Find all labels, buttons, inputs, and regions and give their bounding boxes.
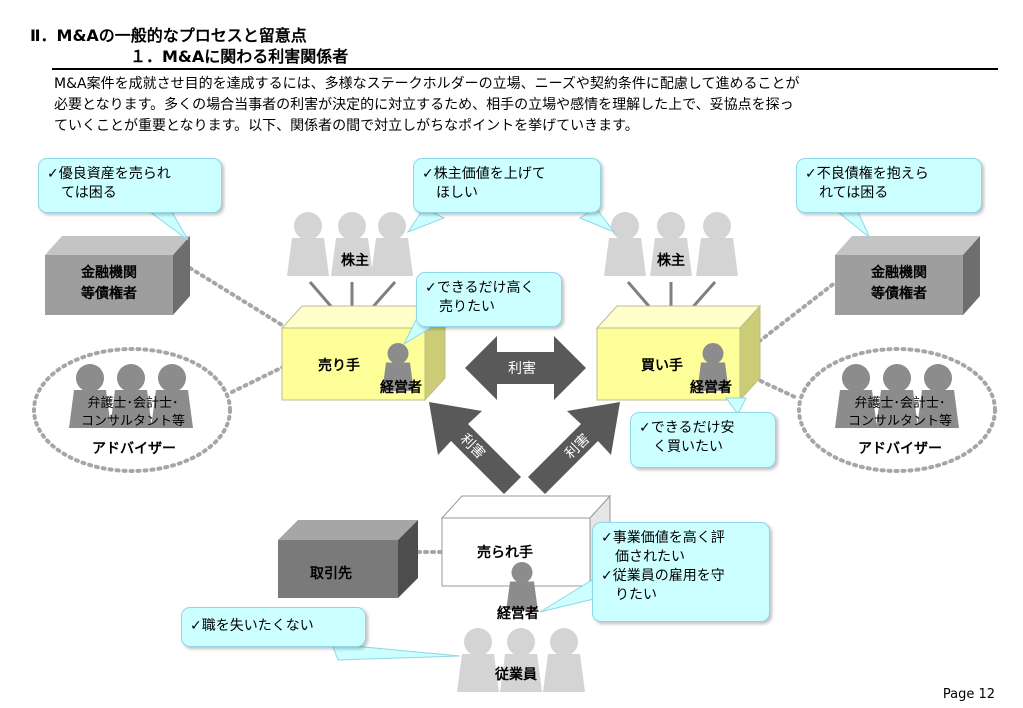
interest-label-horizontal: 利害 [508, 361, 536, 377]
target-manager-label: 経営者 [497, 606, 539, 622]
section-title: Ⅱ．M&Aの一般的なプロセスと留意点 [30, 26, 307, 45]
shareholder-label-right: 株主 [657, 253, 685, 269]
subsection-title: １．M&Aに関わる利害関係者 [130, 47, 349, 66]
shareholder-concern-bubble: ✓株主価値を上げて ほしい [413, 158, 601, 213]
buyer-manager-label: 経営者 [690, 380, 732, 396]
creditor-box-left [45, 236, 190, 315]
page-number: Page 12 [942, 687, 995, 702]
advisor-group-right [797, 347, 997, 473]
seller-manager-label: 経営者 [380, 380, 422, 396]
creditor-concern-bubble-left: ✓優良資産を売られ ては困る [38, 158, 222, 213]
client-label: 取引先 [310, 566, 352, 582]
intro-line: ていくことが重要となります。以下、関係者の間で対立しがちなポイントを挙げていきま… [54, 118, 639, 134]
intro-line: M&A案件を成就させ目的を達成するには、多様なステークホルダーの立場、ニーズや契… [54, 76, 800, 92]
creditor-label-left: 金融機関 等債権者 [81, 265, 137, 302]
advisor-roles-right: 弁護士･会計士･ コンサルタント等 [847, 396, 952, 429]
buyer-label: 買い手 [641, 358, 683, 374]
seller-manager-bubble: ✓できるだけ高く 売りたい [416, 272, 562, 327]
target-label: 売られ手 [477, 545, 533, 561]
creditor-concern-bubble-right: ✓不良債権を抱えら れては困る [796, 158, 982, 213]
target-manager-bubble: ✓事業価値を高く評 価されたい ✓従業員の雇用を守 りたい [592, 522, 770, 622]
advisor-group-left [32, 347, 232, 473]
buyer-manager-bubble: ✓できるだけ安 く買いたい [630, 412, 776, 468]
title-rule [52, 68, 998, 70]
seller-label: 売り手 [318, 358, 360, 374]
dotted-connectors [188, 266, 838, 554]
creditor-box-right [835, 236, 980, 315]
intro-line: 必要となります。多くの場合当事者の利害が決定的に対立するため、相手の立場や感情を… [54, 97, 794, 113]
interest-arrows [429, 336, 620, 494]
advisor-roles-left: 弁護士･会計士･ コンサルタント等 [80, 396, 185, 429]
shareholder-label-left: 株主 [341, 253, 369, 269]
advisor-label-right: アドバイザー [858, 441, 942, 457]
employee-concern-bubble: ✓職を失いたくない [181, 607, 366, 647]
intro-text: M&A案件を成就させ目的を達成するには、多様なステークホルダーの立場、ニーズや契… [54, 74, 999, 137]
employee-label: 従業員 [495, 667, 537, 683]
advisor-label-left: アドバイザー [92, 441, 176, 457]
client-box [278, 520, 418, 598]
creditor-label-right: 金融機関 等債権者 [871, 265, 927, 302]
